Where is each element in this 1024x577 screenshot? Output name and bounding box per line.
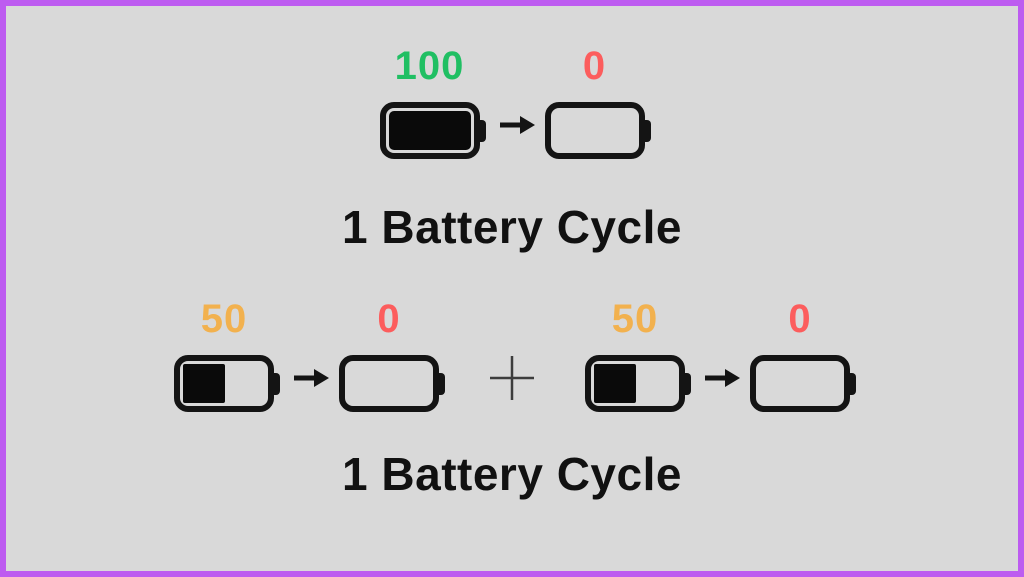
percent-label-half: 50 [611, 297, 659, 341]
arrow-right-icon [705, 369, 740, 387]
percent-label-empty: 0 [582, 44, 607, 88]
single-discharge-section: 100 0 1 Battery Cycle [342, 46, 682, 255]
battery-group-empty: 0 [750, 299, 850, 412]
split-discharge-section: 50 0 50 [174, 299, 850, 502]
arrow-right-icon [294, 369, 329, 387]
percent-label-empty: 0 [377, 297, 401, 341]
percent-label-half: 50 [200, 297, 248, 341]
battery-group-empty: 0 [544, 44, 645, 159]
battery-fill [388, 111, 471, 150]
battery-fill [594, 364, 637, 403]
percent-label-full: 100 [394, 44, 465, 88]
battery-empty-icon [750, 355, 850, 412]
plus-icon [490, 356, 534, 400]
battery-full-icon [379, 102, 480, 159]
battery-transition-row: 100 0 [379, 44, 645, 159]
battery-empty-icon [339, 355, 439, 412]
battery-half-icon [585, 355, 685, 412]
battery-group-half: 50 [174, 299, 274, 412]
battery-group-half: 50 [585, 299, 685, 412]
battery-group-full: 100 [379, 44, 480, 159]
battery-half-icon [174, 355, 274, 412]
battery-empty-icon [544, 102, 645, 159]
battery-fill [183, 364, 226, 403]
percent-label-empty: 0 [788, 297, 812, 341]
battery-transition-row: 50 0 50 [174, 299, 850, 412]
cycle-caption: 1 Battery Cycle [342, 201, 682, 253]
battery-group-empty: 0 [339, 299, 439, 412]
arrow-right-icon [499, 116, 535, 134]
cycle-caption: 1 Battery Cycle [342, 448, 682, 500]
